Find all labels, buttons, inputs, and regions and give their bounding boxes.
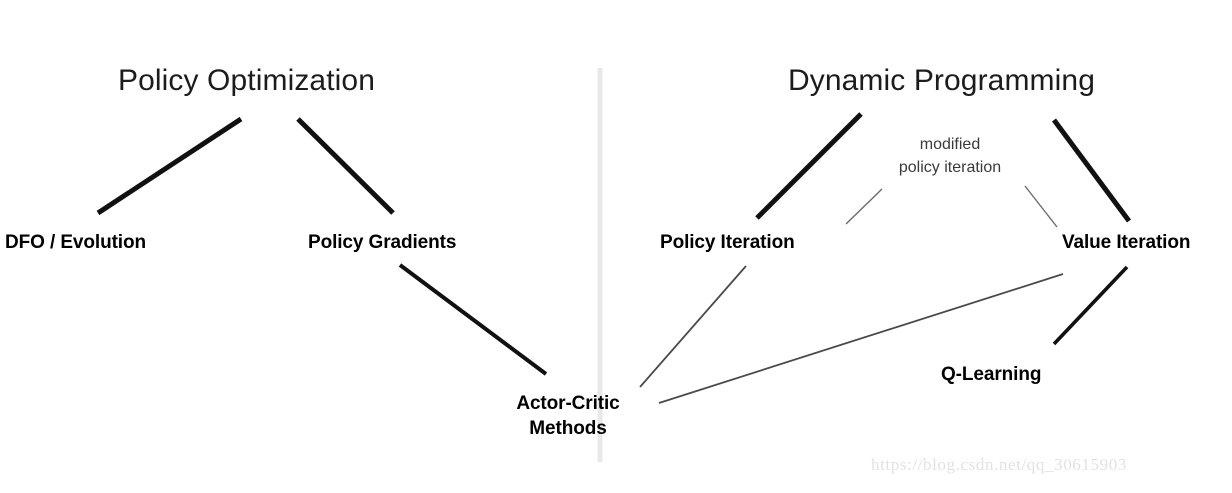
edge-dynamic-programming-to-policy-iteration (755, 112, 863, 220)
edge-value-iteration-to-modified-policy-iteration (1024, 185, 1058, 228)
node-actor-critic-methods: Actor-Critic Methods (496, 391, 640, 441)
node-dynamic-programming: Dynamic Programming (788, 64, 1095, 98)
edge-policy-iteration-to-actor-critic (639, 265, 747, 388)
node-policy-iteration: Policy Iteration (660, 232, 795, 254)
node-policy-iteration-label: Policy Iteration (660, 232, 795, 253)
node-actor-critic-methods-line2: Methods (529, 418, 607, 439)
edge-actor-critic-to-value-iteration (658, 273, 1064, 404)
node-value-iteration: Value Iteration (1062, 232, 1190, 254)
node-policy-optimization: Policy Optimization (118, 64, 375, 98)
annotation-modified-policy-iteration-line2: policy iteration (898, 159, 1002, 176)
node-policy-gradients: Policy Gradients (308, 232, 456, 254)
edge-policy-iteration-to-modified-policy-iteration (845, 188, 883, 225)
annotation-modified-policy-iteration: modified policy iteration (884, 133, 1016, 179)
edge-value-iteration-to-q-learning (1052, 265, 1129, 346)
node-actor-critic-methods-line1: Actor-Critic (516, 393, 620, 414)
node-policy-gradients-label: Policy Gradients (308, 232, 457, 253)
node-q-learning: Q-Learning (941, 364, 1041, 386)
edge-policy-gradients-to-actor-critic (398, 263, 548, 376)
node-q-learning-label: Q-Learning (941, 364, 1042, 385)
node-value-iteration-label: Value Iteration (1062, 232, 1191, 253)
node-dynamic-programming-label: Dynamic Programming (788, 64, 1095, 97)
node-dfo-evolution-label: DFO / Evolution (5, 232, 146, 253)
annotation-modified-policy-iteration-line1: modified (919, 136, 981, 153)
edge-dynamic-programming-to-value-iteration (1051, 118, 1132, 223)
node-policy-optimization-label: Policy Optimization (118, 64, 375, 97)
edge-policy-optimization-to-dfo-evolution (96, 116, 243, 216)
watermark-url: https://blog.csdn.net/qq_30615903 (871, 455, 1127, 474)
node-dfo-evolution: DFO / Evolution (5, 232, 146, 254)
edge-policy-optimization-to-policy-gradients (296, 117, 395, 215)
